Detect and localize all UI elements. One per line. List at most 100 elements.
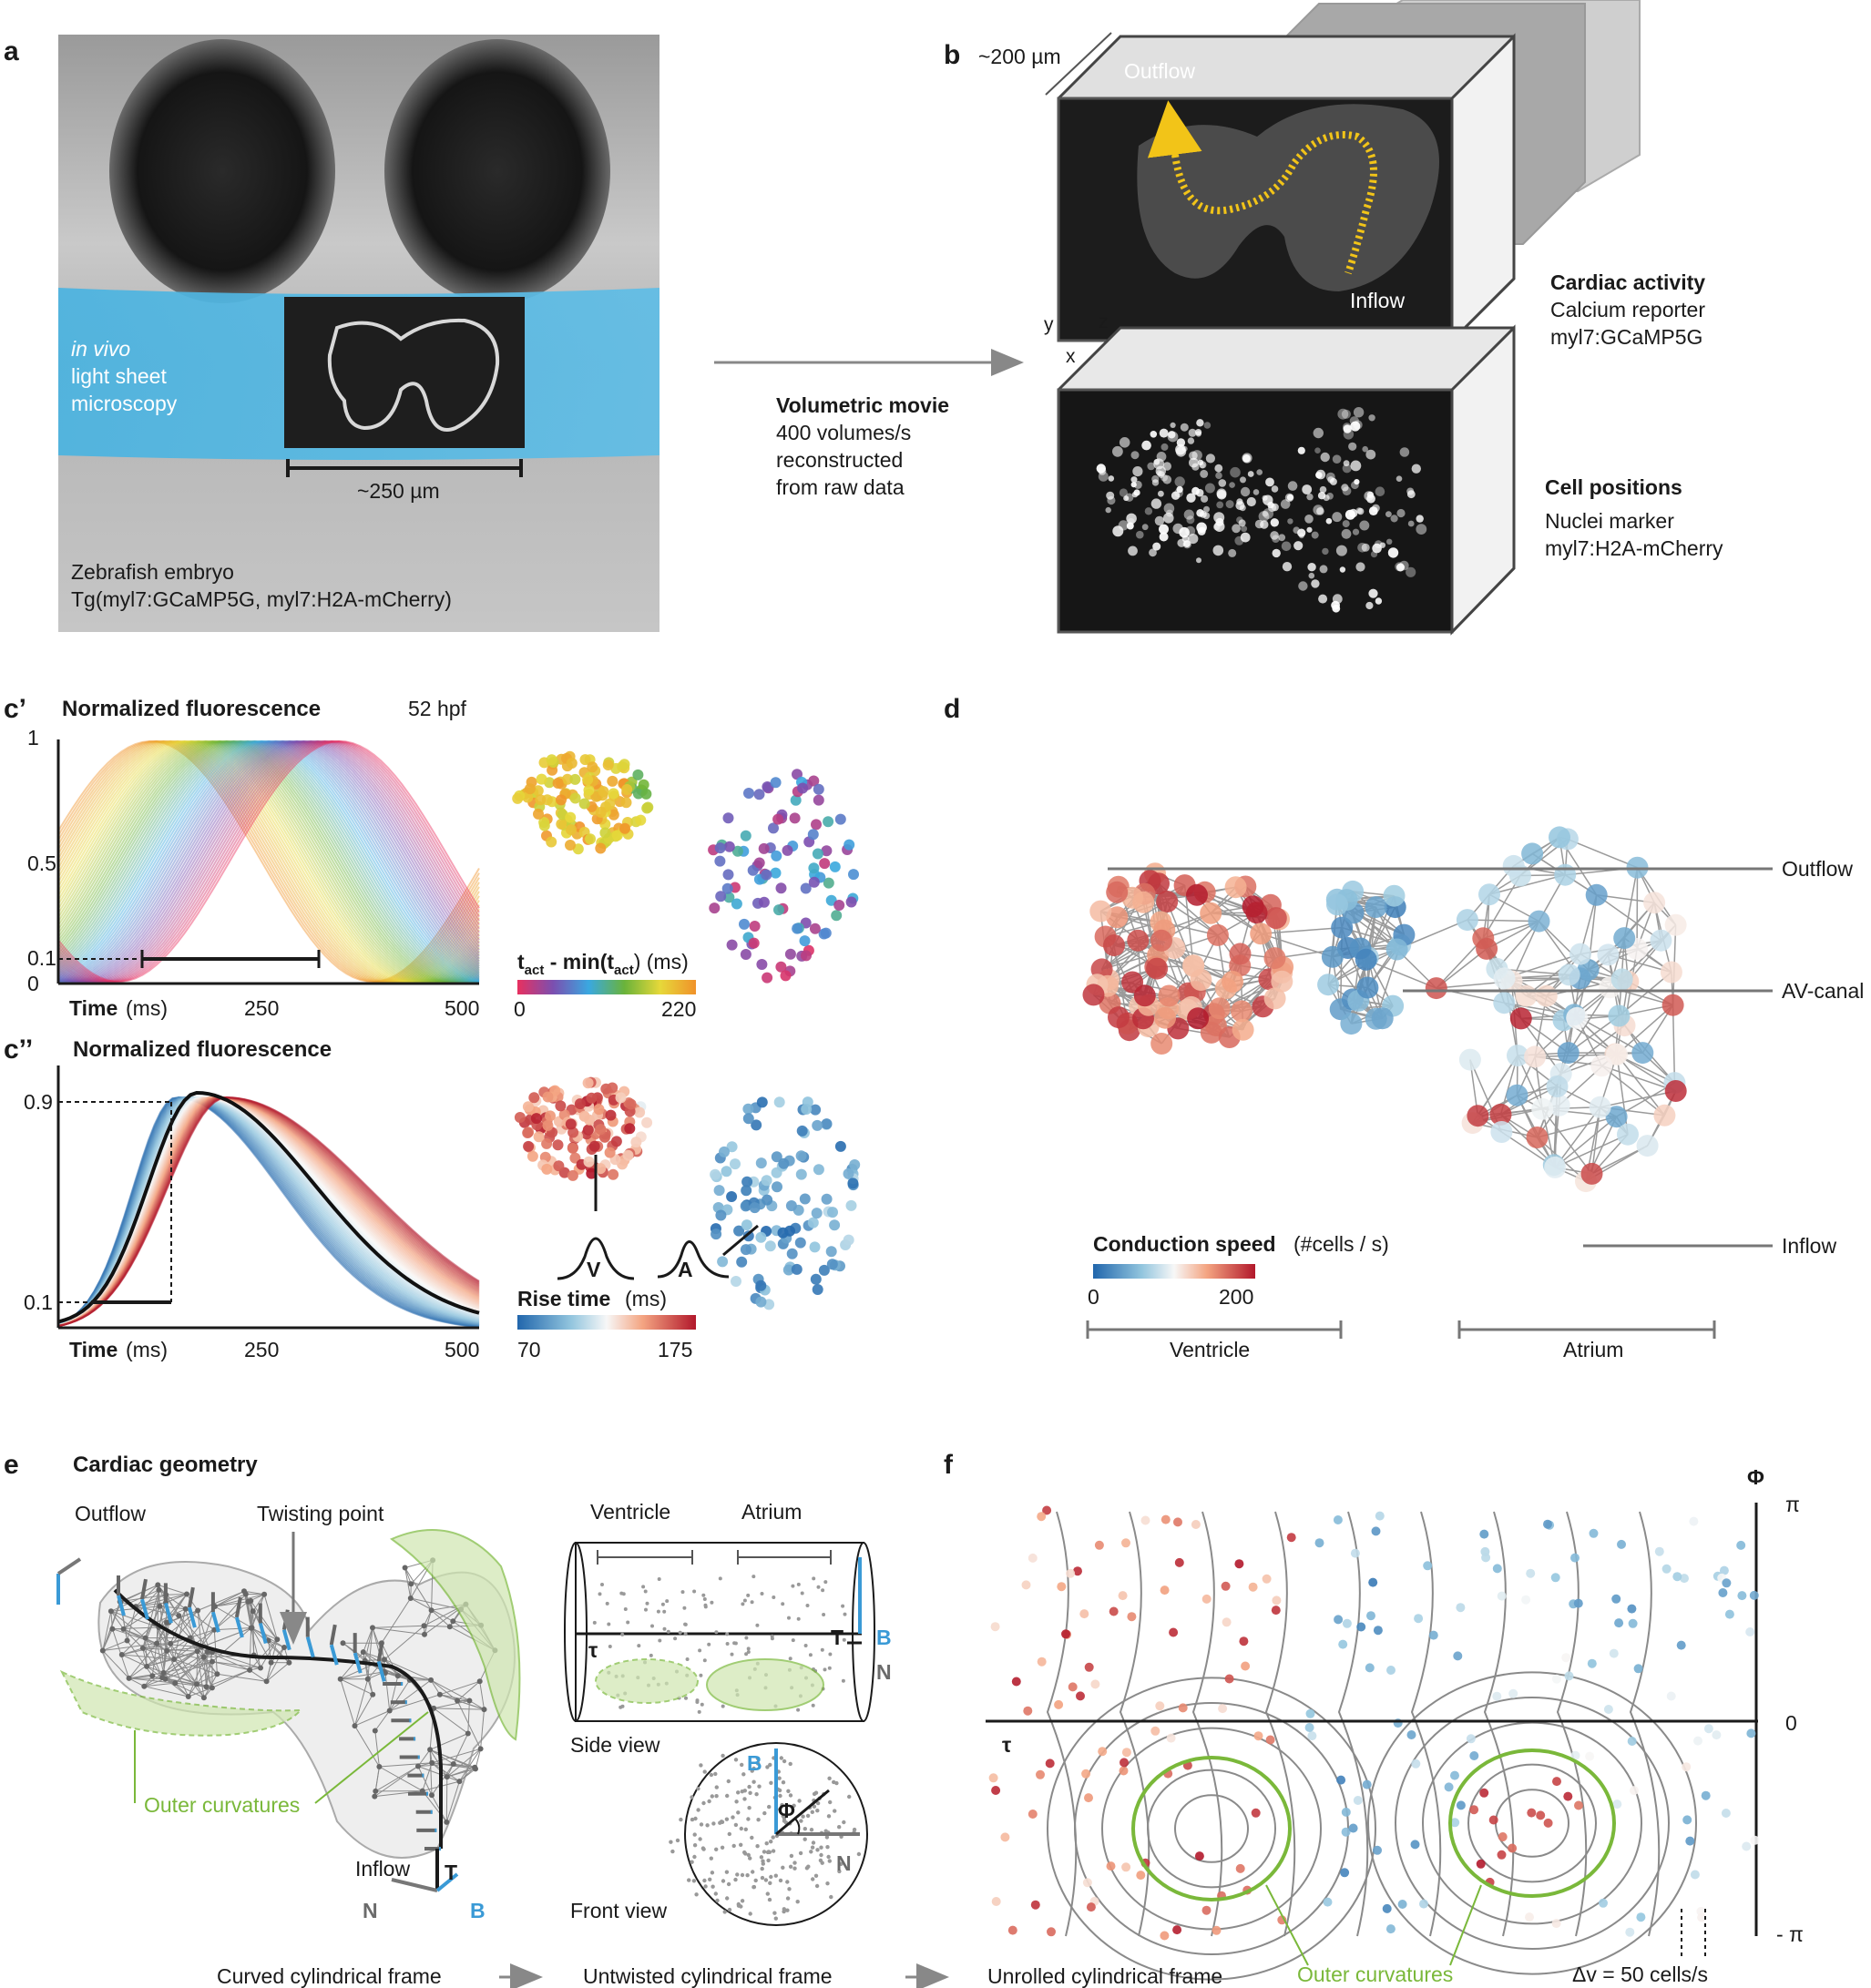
- mesh-edge: [424, 1610, 433, 1635]
- rise-time-cell-dot: [740, 1244, 751, 1256]
- nuclei-volume: [1057, 324, 1516, 636]
- rise-time-cell-dot: [608, 1168, 619, 1180]
- e-n-side: N: [876, 1660, 892, 1684]
- speed-cell-dot: [1375, 1511, 1385, 1521]
- nucleus-dot: [1341, 528, 1352, 539]
- nucleus-dot: [1342, 486, 1352, 496]
- rise-time-cell-dot: [741, 1185, 752, 1197]
- front-view-dot: [740, 1789, 744, 1794]
- nucleus-dot: [1163, 503, 1175, 515]
- network-node: [1355, 948, 1377, 971]
- fluorescence-trace: [57, 740, 480, 983]
- speed-cell-dot: [1589, 1528, 1599, 1538]
- nucleus-dot: [1180, 423, 1189, 432]
- speed-cell-dot: [1397, 1900, 1407, 1909]
- rise-time-cell-dot: [523, 1140, 535, 1152]
- side-view-dot: [805, 1604, 810, 1607]
- side-view-dot: [746, 1593, 751, 1597]
- mesh-edge: [110, 1611, 113, 1629]
- nucleus-dot: [1160, 443, 1169, 451]
- c2-xtick-250: 250: [244, 1338, 279, 1361]
- c1-ytick-1: 1: [27, 726, 39, 749]
- speed-cell-dot: [1693, 1736, 1702, 1746]
- speed-cell-dot: [1527, 1808, 1537, 1818]
- side-view-dot: [703, 1603, 708, 1607]
- e-outflow: Outflow: [75, 1502, 146, 1525]
- rise-time-cell-dot: [567, 1142, 578, 1154]
- speed-cell-dot: [1365, 1663, 1375, 1673]
- nucleus-dot: [1201, 494, 1209, 503]
- network-node: [1558, 963, 1580, 986]
- nucleus-dot: [1365, 449, 1376, 460]
- fluorescence-trace: [57, 740, 480, 984]
- network-edge: [1567, 838, 1638, 869]
- fluorescence-trace: [57, 740, 480, 984]
- network-node: [1546, 1076, 1569, 1097]
- activation-cell-dot: [771, 850, 782, 861]
- nucleus-dot: [1313, 427, 1324, 439]
- nucleus-dot: [1325, 517, 1333, 525]
- mesh-edge: [123, 1589, 159, 1630]
- front-view-dot: [721, 1753, 725, 1759]
- nucleus-dot: [1343, 460, 1350, 467]
- network-node: [1340, 1013, 1363, 1035]
- front-view-dot: [736, 1810, 741, 1815]
- front-view-dot: [733, 1822, 739, 1828]
- activation-cell-dot: [770, 867, 782, 879]
- mesh-node: [168, 1640, 174, 1646]
- activation-cell-dot: [611, 830, 623, 841]
- front-view-dot: [751, 1766, 756, 1771]
- speed-cell-dot: [1047, 1927, 1056, 1937]
- front-view-dot: [714, 1847, 719, 1852]
- nucleus-dot: [1176, 438, 1186, 447]
- mesh-node: [250, 1608, 256, 1615]
- cell-line2: myl7:H2A-mCherry: [1545, 536, 1723, 560]
- fluorescence-trace: [57, 739, 480, 984]
- e-t-axis: T: [445, 1861, 457, 1884]
- network-node: [1478, 883, 1500, 906]
- speed-cell-dot: [1172, 1925, 1182, 1935]
- fluorescence-trace: [57, 739, 480, 983]
- front-view-dot: [762, 1850, 767, 1854]
- front-view-dot: [819, 1845, 823, 1850]
- isochrone-contour: [1483, 1511, 1515, 1937]
- e-atrium: Atrium: [741, 1500, 802, 1524]
- speed-cell-dot: [1551, 1919, 1561, 1929]
- fluorescence-trace: [57, 739, 480, 983]
- front-view-dot: [803, 1837, 807, 1841]
- speed-cell-dot: [1366, 1611, 1375, 1621]
- front-view-dot: [765, 1891, 770, 1896]
- speed-cell-dot: [1224, 1674, 1234, 1684]
- nucleus-dot: [1320, 452, 1330, 463]
- side-view-dot: [742, 1598, 747, 1603]
- network-node: [1356, 976, 1379, 999]
- rise-time-cell-dot: [772, 1181, 782, 1193]
- mesh-edge: [146, 1666, 198, 1685]
- fluorescence-trace: [57, 739, 480, 983]
- speed-cell-dot: [1262, 1574, 1272, 1584]
- mesh-node: [429, 1792, 435, 1799]
- nucleus-dot: [1357, 507, 1365, 515]
- network-node: [1365, 896, 1387, 919]
- frame-tick-binormal: [305, 1636, 315, 1658]
- side-view-dot: [692, 1589, 697, 1594]
- activation-cell-dot: [797, 782, 809, 794]
- mesh-edge: [145, 1637, 148, 1667]
- nucleus-dot: [1297, 446, 1305, 454]
- fluorescence-trace: [57, 739, 480, 984]
- nucleus-dot: [1195, 488, 1204, 497]
- rise-time-cell-dot: [827, 1207, 838, 1218]
- activation-cell-dot: [807, 829, 819, 841]
- mesh-node: [337, 1676, 343, 1682]
- network-edge: [1537, 1116, 1617, 1138]
- activation-cell-dot: [722, 812, 734, 824]
- nucleus-dot: [1359, 520, 1370, 531]
- speed-cell-dot: [1307, 1731, 1317, 1741]
- nucleus-dot: [1159, 428, 1169, 438]
- speed-cell-dot: [1251, 1808, 1261, 1818]
- rise-time-cell-dot: [726, 1141, 738, 1153]
- front-view-dot: [837, 1869, 842, 1874]
- network-node: [1132, 891, 1155, 913]
- nucleus-dot: [1287, 481, 1298, 491]
- front-view-dot: [727, 1831, 731, 1837]
